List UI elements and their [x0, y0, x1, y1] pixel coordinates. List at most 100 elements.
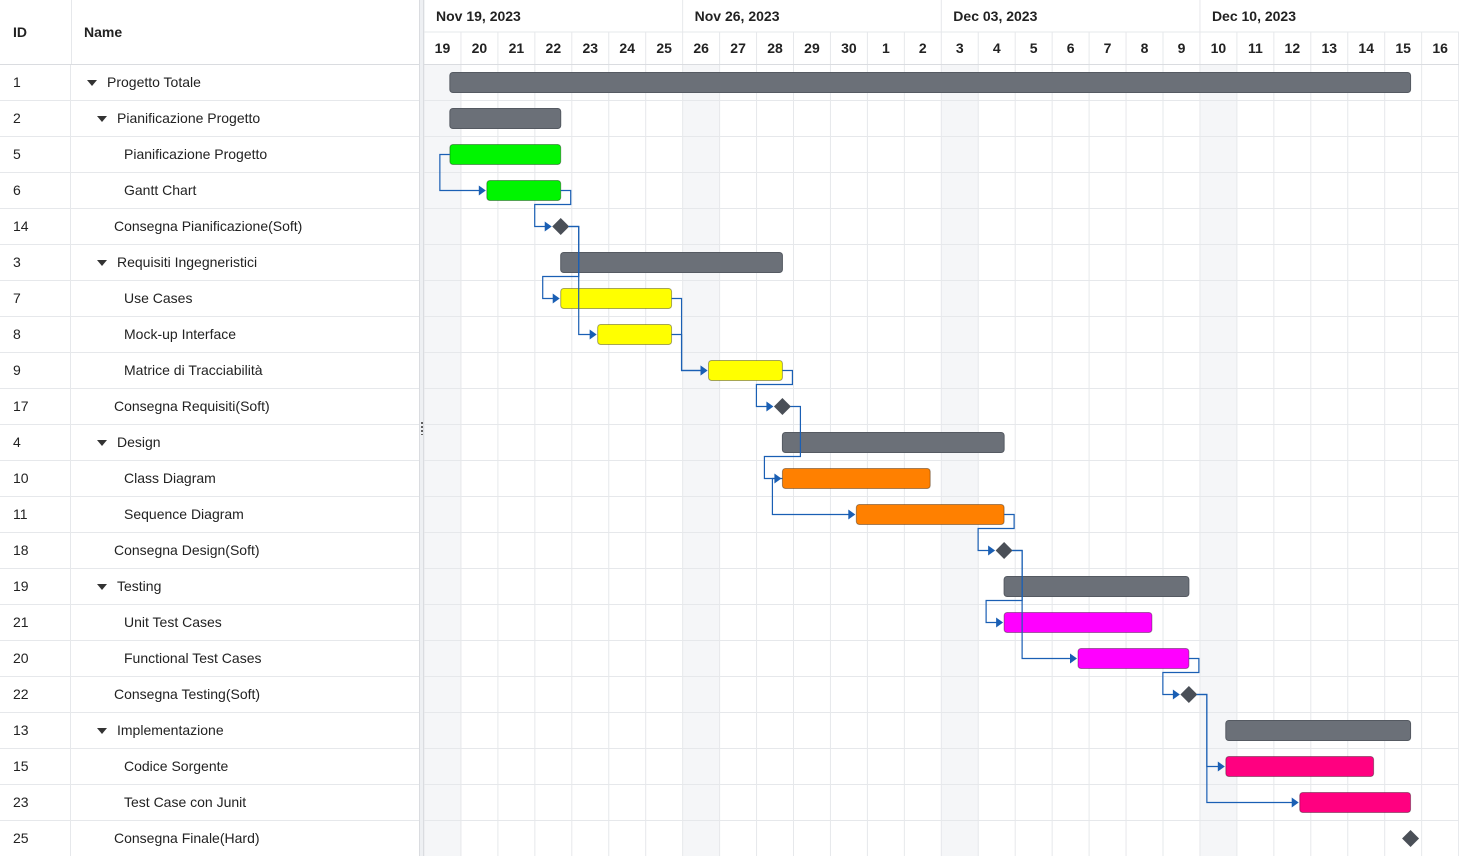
day-label: 3 [956, 40, 964, 56]
collapse-caret-icon[interactable] [97, 728, 107, 734]
link-arrow-icon [544, 221, 552, 232]
collapse-caret-icon[interactable] [97, 440, 107, 446]
task-id: 14 [0, 209, 71, 244]
dependency-link[interactable] [1162, 657, 1200, 696]
link-arrow-icon [1070, 653, 1078, 664]
summary-bar[interactable] [781, 432, 1005, 453]
day-label: 5 [1030, 40, 1038, 56]
summary-bar[interactable] [1225, 720, 1412, 741]
task-id: 13 [0, 713, 71, 748]
dependency-link[interactable] [977, 513, 1015, 552]
week-label: Dec 10, 2023 [1212, 8, 1296, 24]
day-label: 12 [1285, 40, 1301, 56]
summary-bar[interactable] [449, 72, 1412, 93]
task-name: Use Cases [124, 290, 193, 306]
summary-bar[interactable] [449, 108, 562, 129]
drag-handle-icon[interactable] [421, 421, 423, 435]
task-bar[interactable] [1299, 792, 1412, 813]
column-header-id[interactable]: ID [13, 24, 27, 40]
link-arrow-icon [700, 365, 708, 376]
dependency-link[interactable] [439, 153, 481, 192]
task-bar[interactable] [781, 468, 931, 489]
dependency-link[interactable] [755, 369, 794, 408]
task-id: 17 [0, 389, 71, 424]
column-divider[interactable] [71, 0, 72, 64]
day-label: 22 [546, 40, 562, 56]
day-label: 10 [1211, 40, 1227, 56]
task-name: Codice Sorgente [124, 758, 229, 774]
collapse-caret-icon[interactable] [97, 584, 107, 590]
task-id: 6 [0, 173, 71, 208]
link-arrow-icon [478, 185, 486, 196]
summary-bar[interactable] [560, 252, 783, 273]
day-label: 13 [1321, 40, 1337, 56]
milestone-diamond[interactable] [1180, 686, 1198, 703]
summary-bar[interactable] [1003, 576, 1190, 597]
task-bar[interactable] [486, 180, 562, 201]
task-bar[interactable] [1003, 612, 1153, 633]
grid-row[interactable]: 1 Progetto Totale [0, 65, 419, 101]
task-id: 21 [0, 605, 71, 640]
task-bar[interactable] [597, 324, 673, 345]
task-id: 11 [0, 497, 71, 532]
task-bar[interactable] [855, 504, 1005, 525]
task-bar[interactable] [1225, 756, 1375, 777]
task-bar[interactable] [708, 360, 783, 381]
day-label: 1 [882, 40, 890, 56]
task-name: Consegna Finale(Hard) [114, 830, 260, 846]
collapse-caret-icon[interactable] [87, 80, 97, 86]
dependency-link[interactable] [1196, 693, 1294, 804]
task-name: Requisiti Ingegneristici [117, 254, 258, 270]
dependency-link[interactable] [771, 477, 851, 516]
dependency-link[interactable] [534, 189, 572, 228]
column-header-name[interactable]: Name [84, 24, 123, 40]
task-bar[interactable] [449, 144, 562, 165]
task-name: Sequence Diagram [124, 506, 244, 522]
milestone-diamond[interactable] [1402, 830, 1420, 847]
day-label: 19 [435, 40, 451, 56]
collapse-caret-icon[interactable] [97, 260, 107, 266]
task-name: Class Diagram [124, 470, 216, 486]
dependency-link[interactable] [1012, 549, 1073, 660]
collapse-caret-icon[interactable] [97, 116, 107, 122]
day-label: 25 [656, 40, 672, 56]
day-label: 20 [472, 40, 488, 56]
task-bar[interactable] [1077, 648, 1190, 669]
dependency-link[interactable] [671, 333, 703, 372]
link-arrow-icon [996, 617, 1004, 628]
task-bar[interactable] [560, 288, 673, 309]
link-arrow-icon [988, 545, 996, 556]
link-arrow-icon [848, 509, 856, 520]
milestone-diamond[interactable] [995, 542, 1013, 559]
task-name: Progetto Totale [107, 74, 201, 90]
task-id: 1 [0, 65, 71, 100]
milestone-diamond[interactable] [773, 398, 791, 415]
dependency-link[interactable] [568, 225, 592, 336]
task-name: Pianificazione Progetto [117, 110, 261, 126]
grid-row[interactable]: 11 Sequence Diagram [0, 497, 419, 533]
milestone-diamond[interactable] [552, 218, 570, 235]
day-label: 7 [1104, 40, 1112, 56]
dependency-link[interactable] [763, 405, 802, 480]
day-label: 4 [993, 40, 1001, 56]
